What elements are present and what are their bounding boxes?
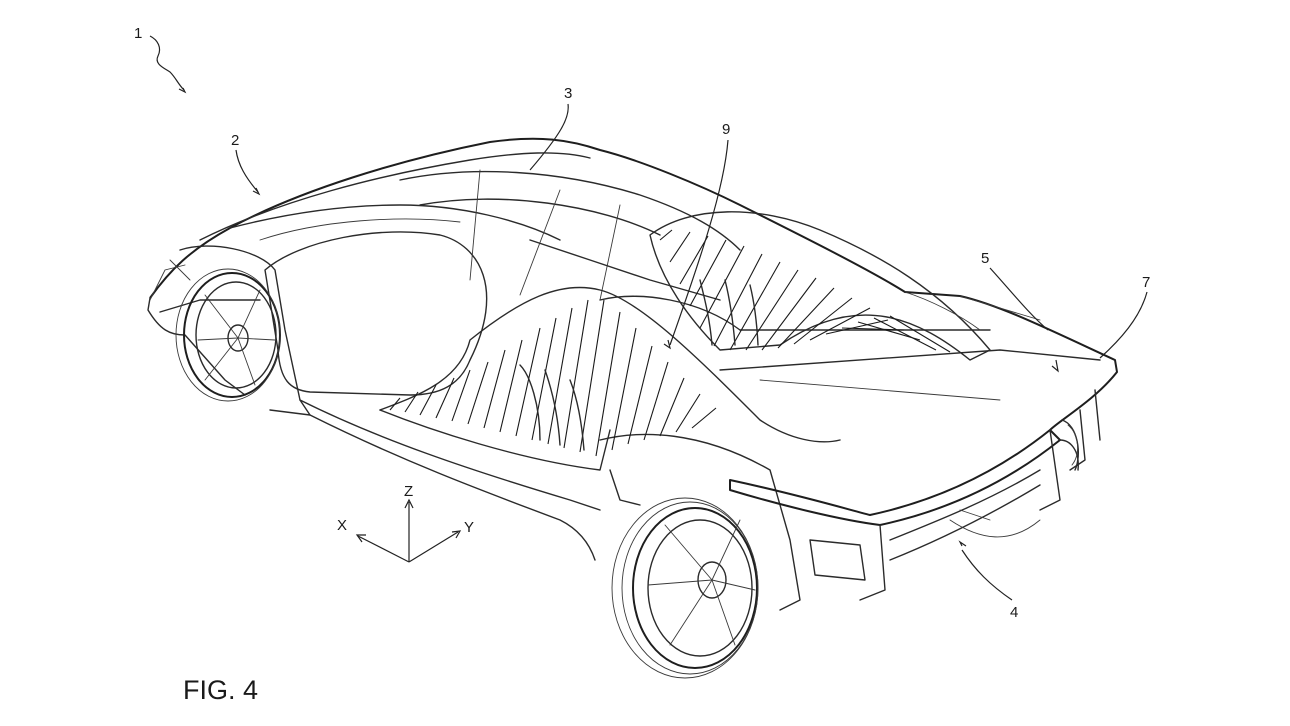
front-wheel (175, 268, 281, 402)
x-axis-line (357, 535, 410, 563)
ref-numeral-3: 3 (564, 85, 572, 102)
ref-numeral-1: 1 (134, 25, 142, 42)
ref-numeral-9: 9 (722, 121, 730, 138)
axis-triad: Z X Y (337, 483, 474, 563)
far-rear-wheel (1061, 419, 1079, 471)
car-body (147, 137, 1118, 611)
figure-label: FIG. 4 (183, 675, 258, 705)
reference-numerals: 1 2 3 9 5 7 4 (134, 25, 1150, 621)
ref-numeral-5: 5 (981, 250, 989, 267)
axis-label-y: Y (464, 519, 474, 536)
vent-hatching-right (659, 229, 951, 353)
axis-label-z: Z (404, 483, 413, 500)
ref-numeral-7: 7 (1142, 274, 1150, 291)
rear-wheel (611, 497, 759, 679)
ref-numeral-4: 4 (1010, 604, 1018, 621)
axis-label-x: X (337, 517, 347, 534)
y-axis-line (408, 531, 459, 563)
leader-lines (149, 35, 1148, 601)
ref-numeral-2: 2 (231, 132, 239, 149)
vent-hatching-left (389, 299, 717, 457)
